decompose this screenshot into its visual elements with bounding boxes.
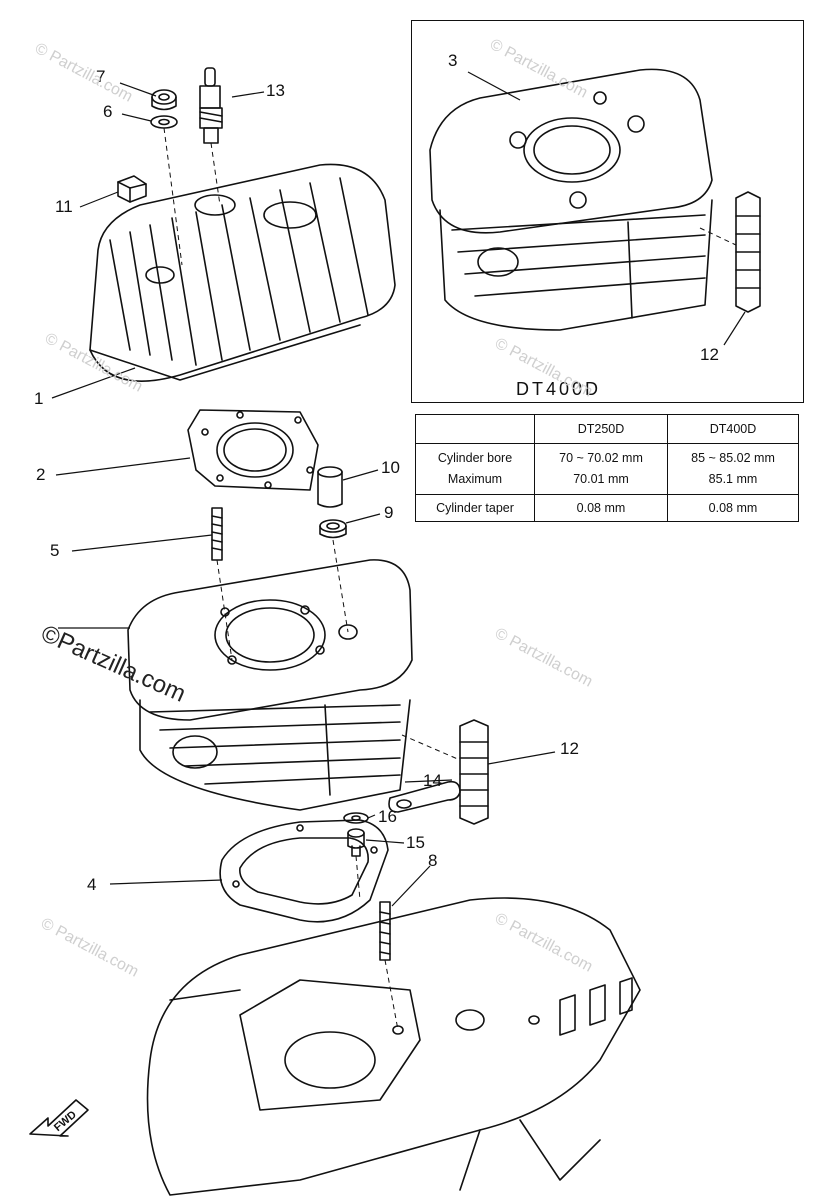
callout-4: 4 <box>87 875 97 894</box>
callout-1: 1 <box>34 389 44 408</box>
spec-bore-dt250d: 70 ~ 70.02 mm 70.01 mm <box>534 443 668 495</box>
spec-table-header-row: DT250D DT400D <box>415 414 799 444</box>
spec-label-taper: Cylinder taper <box>415 494 535 522</box>
cylinder-main <box>127 559 413 811</box>
inset-cylinder-dt400d <box>429 68 713 331</box>
callout-3: 3 <box>448 51 458 70</box>
callout-5: 5 <box>50 541 60 560</box>
callout-13: 13 <box>266 81 285 100</box>
callout-12-main: 12 <box>560 739 579 758</box>
crankcase <box>146 897 641 1196</box>
part-7-nut <box>151 89 177 111</box>
spec-bore-dt400d: 85 ~ 85.02 mm 85.1 mm <box>667 443 799 495</box>
callout-12-inset: 12 <box>700 345 719 364</box>
spec-row-taper: Cylinder taper 0.08 mm 0.08 mm <box>415 494 799 522</box>
part-8-stud <box>379 901 391 961</box>
part-11-cap <box>117 175 147 203</box>
callout-10: 10 <box>381 458 400 477</box>
leader-lines <box>51 71 746 907</box>
callout-9: 9 <box>384 503 394 522</box>
spec-taper-dt400d: 0.08 mm <box>667 494 799 522</box>
spec-header-dt250d: DT250D <box>534 414 668 444</box>
callout-14: 14 <box>423 771 442 790</box>
callout-2: 2 <box>36 465 46 484</box>
part-14-fitting <box>388 780 461 813</box>
part-9-o-ring <box>319 519 347 539</box>
spec-label-bore: Cylinder bore Maximum <box>415 443 535 495</box>
inset-caption: DT400D <box>516 379 602 399</box>
part-10-dowel <box>317 466 343 508</box>
part-13-spark-plug <box>199 67 223 144</box>
part-6-washer <box>150 115 178 129</box>
spec-header-blank <box>415 414 535 444</box>
callout-16: 16 <box>378 807 397 826</box>
inset-frame-dt400d <box>411 20 804 403</box>
part-1-cylinder-head <box>89 163 396 382</box>
assembly-lines <box>163 127 737 1031</box>
spec-header-dt400d: DT400D <box>667 414 799 444</box>
part-5-stud-bolt <box>211 507 223 561</box>
spec-label-bore-line1: Cylinder bore <box>437 451 513 465</box>
spec-label-bore-line2: Maximum <box>447 472 503 486</box>
part-12-damper-main <box>459 719 489 825</box>
part-4-base-gasket <box>219 819 389 923</box>
spec-bore-dt250d-range: 70 ~ 70.02 mm <box>559 451 643 465</box>
fwd-arrow-icon: FWD <box>29 1099 89 1137</box>
cylinder-spec-table: DT250D DT400D Cylinder bore Maximum 70 ~… <box>415 414 799 522</box>
spec-bore-dt400d-max: 85.1 mm <box>708 472 758 486</box>
spec-bore-dt400d-range: 85 ~ 85.02 mm <box>691 451 775 465</box>
callout-7: 7 <box>96 67 106 86</box>
callout-11: 11 <box>55 197 73 216</box>
part-2-head-gasket <box>187 409 319 491</box>
spec-bore-dt250d-max: 70.01 mm <box>573 472 629 486</box>
spec-row-bore: Cylinder bore Maximum 70 ~ 70.02 mm 70.0… <box>415 443 799 495</box>
spec-taper-dt250d: 0.08 mm <box>534 494 668 522</box>
part-12-damper-inset <box>735 191 761 313</box>
callout-8: 8 <box>428 851 438 870</box>
callout-15: 15 <box>406 833 425 852</box>
callout-6: 6 <box>103 102 113 121</box>
